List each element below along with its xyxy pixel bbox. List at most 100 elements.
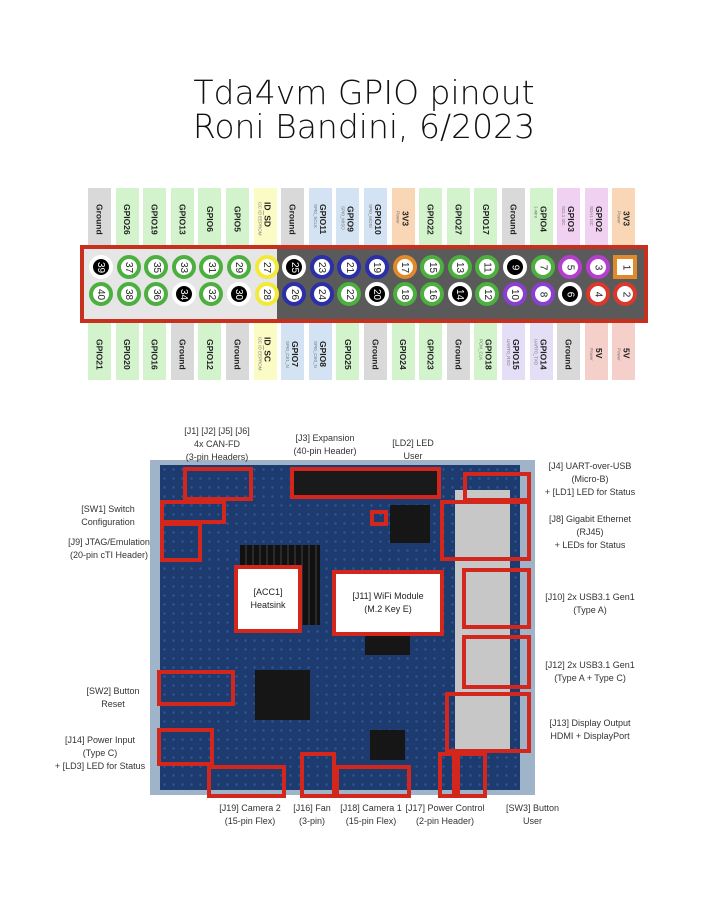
pin-24: 24 (309, 282, 334, 306)
pin-name: GPIO25 (342, 338, 353, 370)
pin-32: 32 (199, 282, 224, 306)
pin-18: 18 (392, 282, 417, 306)
pin-label-13: GPIO27 (446, 188, 470, 245)
pin-function: SPI0_CE1_N (285, 340, 291, 368)
pin-29: 29 (227, 255, 251, 279)
label-j14: [J14] Power Input (Type C) + [LD3] LED f… (54, 735, 146, 771)
pin-13: 13 (447, 255, 472, 279)
pin-label-18: GPIO24 (391, 323, 415, 380)
j14-power-box (157, 728, 214, 766)
pin-label-34: Ground (170, 323, 194, 380)
pin-label-37: GPIO26 (115, 188, 139, 245)
pin-number: 1 (619, 264, 631, 270)
pin-number: 19 (371, 261, 383, 273)
pin-label-text: GPIO25 (343, 334, 353, 370)
j8-ethernet-box (440, 500, 531, 561)
pin-name: ID_SD (262, 202, 273, 228)
pin-name: GPIO6 (204, 206, 215, 232)
pin-name: GPIO23 (425, 338, 436, 370)
pin-label-text: GPIO6 (205, 201, 215, 232)
pin-label-25: Ground (281, 188, 305, 245)
pin-number: 13 (454, 261, 466, 273)
pin-function: SDA1 I2C (588, 206, 594, 227)
pin-label-text: GPIO26 (122, 199, 132, 235)
pin-1: 1 (613, 255, 638, 279)
pin-12: 12 (475, 282, 500, 306)
pin-number: 11 (481, 261, 493, 273)
pin-number: 33 (178, 261, 190, 273)
ld2-led-box (370, 510, 388, 526)
pin-number: 26 (288, 288, 300, 300)
j4-uart-box (463, 472, 531, 502)
label-j13: [J13] Display Output HDMI + DisplayPort (549, 718, 631, 741)
pin-name: GPIO5 (232, 206, 243, 232)
pin-number: 22 (343, 288, 355, 300)
pin-label-text: GPIO24 (398, 334, 408, 370)
pin-number: 39 (95, 261, 107, 273)
label-j16: [J16] Fan (3-pin) (293, 803, 331, 826)
label-j8: [J8] Gigabit Ethernet (RJ45) + LEDs for … (548, 514, 632, 550)
pin-number: 24 (316, 288, 328, 300)
chip (390, 505, 430, 543)
pin-name: Ground (94, 203, 105, 235)
pin-number: 35 (150, 261, 162, 273)
pin-function: SPI0_MISO (340, 206, 346, 230)
pin-19: 19 (365, 255, 389, 279)
pin-name: GPIO22 (425, 203, 436, 235)
pin-function: I2C ID EEPROM (257, 337, 263, 371)
j18-camera1-box (335, 765, 411, 798)
pin-16: 16 (420, 282, 445, 306)
j17-power-control-box (438, 752, 460, 798)
pin-number: 27 (261, 261, 273, 273)
pin-38: 38 (116, 282, 141, 306)
pin-7: 7 (530, 255, 555, 279)
pin-name: GPIO21 (94, 338, 105, 370)
j9-jtag-box (160, 522, 202, 562)
pin-name: GPIO7 (290, 340, 301, 367)
pin-name: Ground (453, 338, 464, 370)
pin-label-20: Ground (364, 323, 387, 380)
pin-number: 12 (481, 288, 493, 300)
pin-number: 15 (426, 261, 438, 273)
pin-function: Power (616, 211, 622, 225)
pin-function: Power (616, 347, 622, 361)
pin-number: 21 (343, 261, 355, 273)
pin-label-6: Ground (557, 323, 581, 380)
label-j18: [J18] Camera 1 (15-pin Flex) (340, 803, 402, 826)
pin-name: Ground (287, 203, 298, 235)
pin-name: Ground (563, 338, 574, 370)
pin-name: GPIO13 (177, 203, 188, 235)
pin-label-31: GPIO6 (198, 188, 222, 245)
title-line-2: Roni Bandini, 6/2023 (192, 107, 536, 146)
pin-label-text: Ground (371, 334, 381, 370)
pin-name: GPIO10 (373, 203, 383, 235)
pin-number: 20 (371, 288, 383, 300)
pin-number: 16 (426, 288, 438, 300)
pin-8: 8 (530, 282, 555, 306)
pin-label-30: Ground (226, 323, 249, 380)
pin-name: Ground (370, 338, 381, 370)
pin-label-text: GPIO27 (453, 199, 463, 235)
pin-name: Ground (232, 338, 243, 370)
pin-number: 30 (233, 288, 245, 300)
label-j17: [J17] Power Control (2-pin Header) (405, 803, 485, 826)
pin-name: 5V (593, 347, 604, 359)
pin-name: GPIO18 (483, 338, 494, 370)
pin-function: I2C ID EEPROM (257, 202, 263, 236)
pin-name: GPIO4 (538, 206, 549, 232)
label-can: [J1] [J2] [J5] [J6] 4x CAN-FD (3-pin Hea… (184, 426, 250, 462)
pin-label-text: GPIO16 (150, 334, 160, 370)
